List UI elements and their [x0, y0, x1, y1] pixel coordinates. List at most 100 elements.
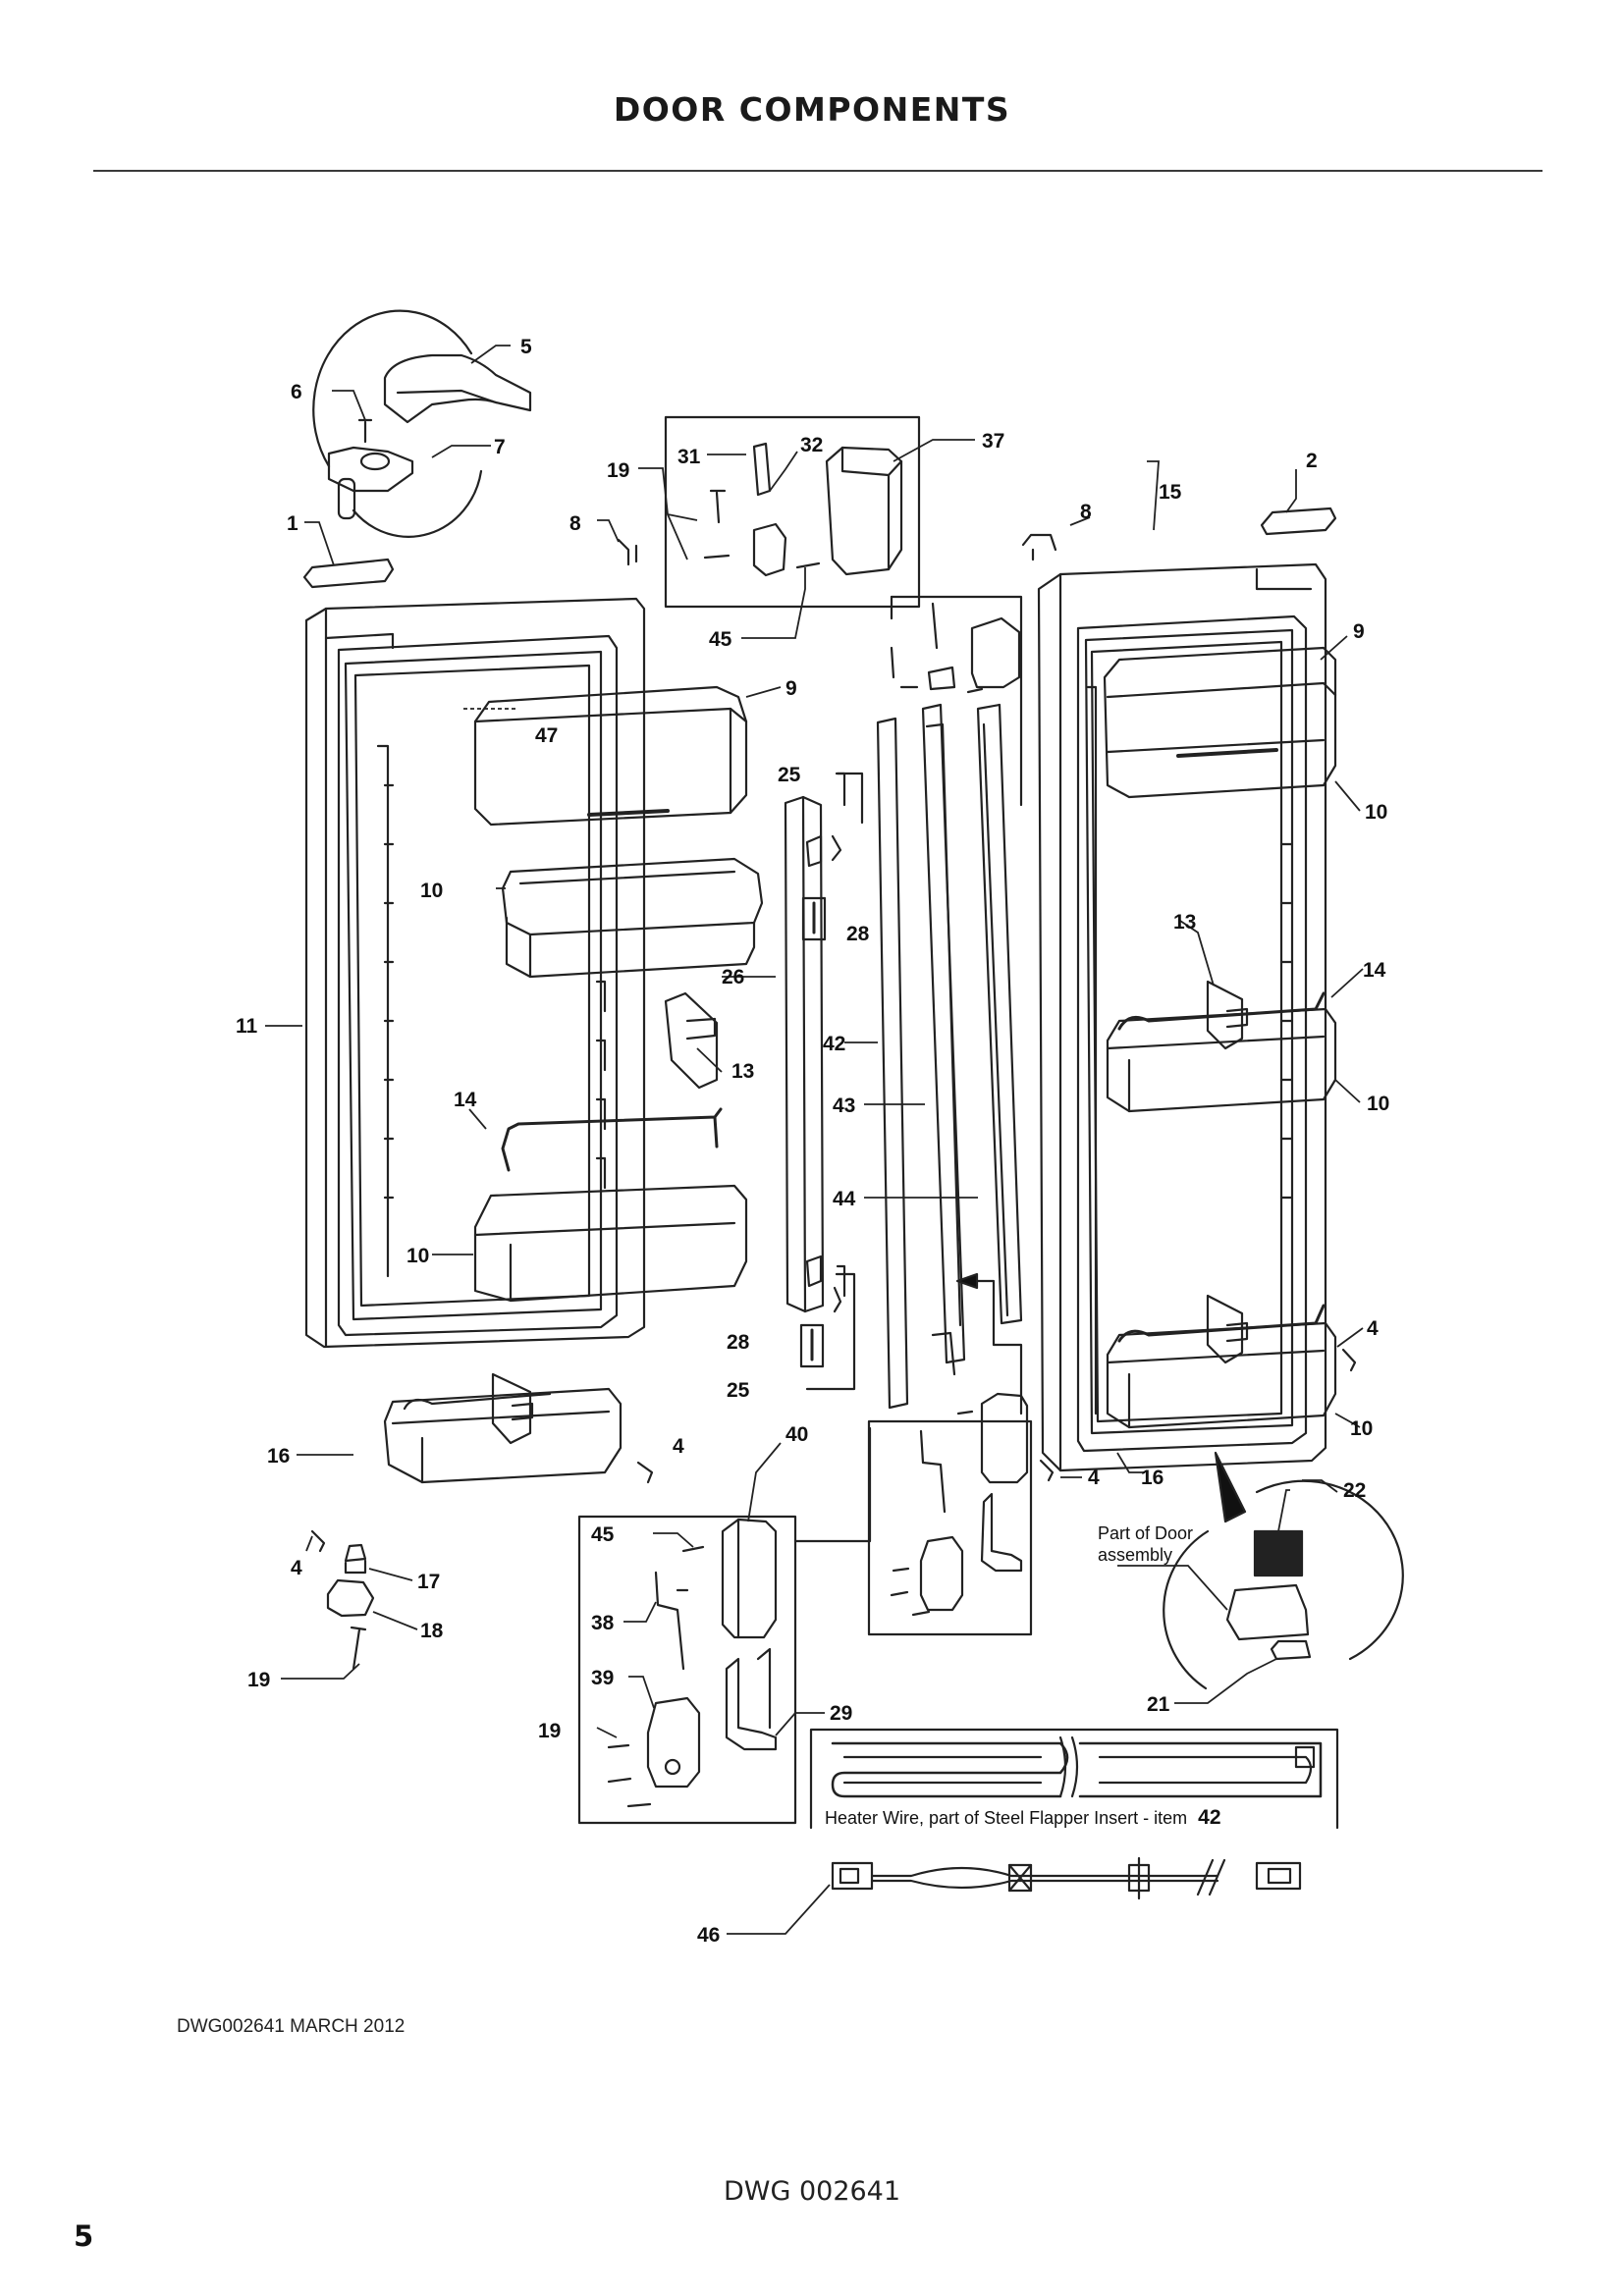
callout-11: 11 — [236, 1015, 258, 1038]
hinge-block-40 — [721, 1518, 778, 1639]
handle-21 — [1225, 1583, 1310, 1641]
bottom-hinge-kit-box — [577, 1515, 797, 1825]
alt-hinge-kit-box — [867, 1419, 1033, 1636]
callout-9-left: 9 — [785, 677, 797, 700]
callout-16-right: 16 — [1141, 1467, 1164, 1489]
callout-21: 21 — [1147, 1693, 1170, 1716]
callout-15: 15 — [1159, 481, 1182, 504]
callout-10-e: 10 — [1350, 1417, 1373, 1440]
hinge-bush-17 — [344, 1543, 367, 1575]
assembly-arrow — [965, 1279, 1023, 1415]
door-bin-upper-left — [501, 857, 764, 979]
hinge-block-32 — [825, 446, 903, 576]
callout-26: 26 — [722, 966, 744, 988]
callout-5: 5 — [520, 336, 532, 358]
callout-2: 2 — [1306, 450, 1318, 472]
callout-1: 1 — [287, 512, 298, 535]
callout-22: 22 — [1343, 1479, 1366, 1502]
callout-13-right: 13 — [1173, 911, 1196, 934]
bottom-hinge-18 — [326, 1578, 375, 1618]
clip-8-left — [617, 538, 638, 566]
callout-32: 37 — [982, 430, 1004, 453]
screw-19-box — [703, 489, 731, 560]
hinge-pin-29 — [752, 442, 772, 497]
hinge-strip-26 — [784, 772, 864, 1391]
screw-45-box — [795, 561, 821, 569]
page-title: DOOR COMPONENTS — [613, 90, 1011, 129]
wire-harness-46 — [831, 1856, 1302, 1900]
callout-25-bottom: 25 — [727, 1379, 750, 1402]
part-of-door-note-line2: assembly — [1098, 1545, 1172, 1565]
callout-10-c: 10 — [1365, 801, 1387, 824]
callout-4-lower-left: 4 — [291, 1557, 302, 1579]
callout-40: 40 — [785, 1423, 808, 1446]
heater-wire-box — [809, 1728, 1339, 1830]
callout-28-bottom: 28 — [727, 1331, 750, 1354]
callout-37: 38 — [591, 1612, 615, 1634]
title-divider — [93, 170, 1543, 172]
right-door — [1037, 562, 1327, 1472]
spring-37 — [654, 1571, 689, 1671]
callout-16-left: 16 — [267, 1445, 290, 1468]
handle-detail — [1163, 1451, 1404, 1690]
callout-8-left: 8 — [569, 512, 581, 535]
callout-19-box: 19 — [607, 459, 629, 482]
page-number: 5 — [74, 2219, 94, 2253]
door-bin-bottom-left — [383, 1372, 623, 1484]
door-cap-2 — [1260, 507, 1337, 536]
callout-28-top: 28 — [846, 923, 870, 945]
heater-wire-note: Heater Wire, part of Steel Flapper Inser… — [825, 1806, 1221, 1829]
callout-46: 46 — [697, 1924, 720, 1947]
callout-45-box: 45 — [709, 628, 732, 651]
screw-4-right-upper — [1341, 1348, 1357, 1372]
top-hinge-bracket — [383, 353, 532, 424]
callout-17: 17 — [417, 1571, 440, 1593]
screw-19-lower-left — [350, 1626, 367, 1671]
callout-10-a: 10 — [420, 880, 443, 902]
dairy-compartment-left — [473, 685, 748, 827]
door-strips — [876, 703, 1023, 1410]
hinge-assembly-38 — [646, 1696, 701, 1789]
callout-19-lower-box: 19 — [538, 1720, 561, 1742]
screw-4-left-bin — [636, 1461, 654, 1484]
door-bin-upper-right — [1106, 980, 1337, 1113]
callout-44: 44 — [833, 1188, 856, 1210]
callout-13-left: 13 — [731, 1060, 754, 1083]
door-bin-lower-left — [473, 1184, 748, 1303]
callout-38: 39 — [591, 1667, 614, 1689]
callout-14-right: 14 — [1363, 959, 1386, 982]
callout-47: 47 — [535, 724, 558, 747]
footer-drawing-code: DWG 002641 — [723, 2176, 901, 2207]
screw-4-right-lower — [1039, 1459, 1055, 1482]
callout-14-left: 14 — [454, 1089, 477, 1111]
callout-4-right-lower: 4 — [1088, 1467, 1100, 1489]
hinge-screw-6 — [357, 418, 373, 444]
part-of-door-note-line1: Part of Door — [1098, 1523, 1193, 1543]
screw-4-lower-left — [310, 1529, 326, 1553]
callout-39: 29 — [830, 1702, 852, 1725]
callout-4-left-bin: 4 — [673, 1435, 684, 1458]
spacer-31 — [752, 522, 787, 577]
callout-42: 42 — [823, 1033, 845, 1055]
callout-43: 43 — [833, 1095, 855, 1117]
callout-7: 7 — [494, 436, 506, 458]
handle-insert-22 — [1253, 1529, 1304, 1577]
callout-10-d: 10 — [1367, 1093, 1389, 1115]
door-cap-1 — [302, 558, 395, 589]
bracket-39 — [725, 1657, 778, 1751]
clip-8-right — [1021, 533, 1057, 561]
callout-6: 6 — [291, 381, 302, 403]
callout-29: 31 — [677, 446, 701, 468]
bin-rail-14-left — [501, 1107, 723, 1172]
callout-19-lower-left: 19 — [247, 1669, 270, 1691]
callout-4-right-upper: 4 — [1367, 1317, 1379, 1340]
callout-10-b: 10 — [406, 1245, 429, 1267]
hinge-pin-base — [327, 446, 414, 493]
callout-9-right: 9 — [1353, 620, 1365, 643]
callout-18: 18 — [420, 1620, 444, 1642]
door-bin-lower-right — [1106, 1294, 1337, 1429]
dairy-compartment-right — [1103, 646, 1337, 799]
callout-25-top: 25 — [778, 764, 801, 786]
top-hinge-kit-box — [664, 415, 921, 609]
